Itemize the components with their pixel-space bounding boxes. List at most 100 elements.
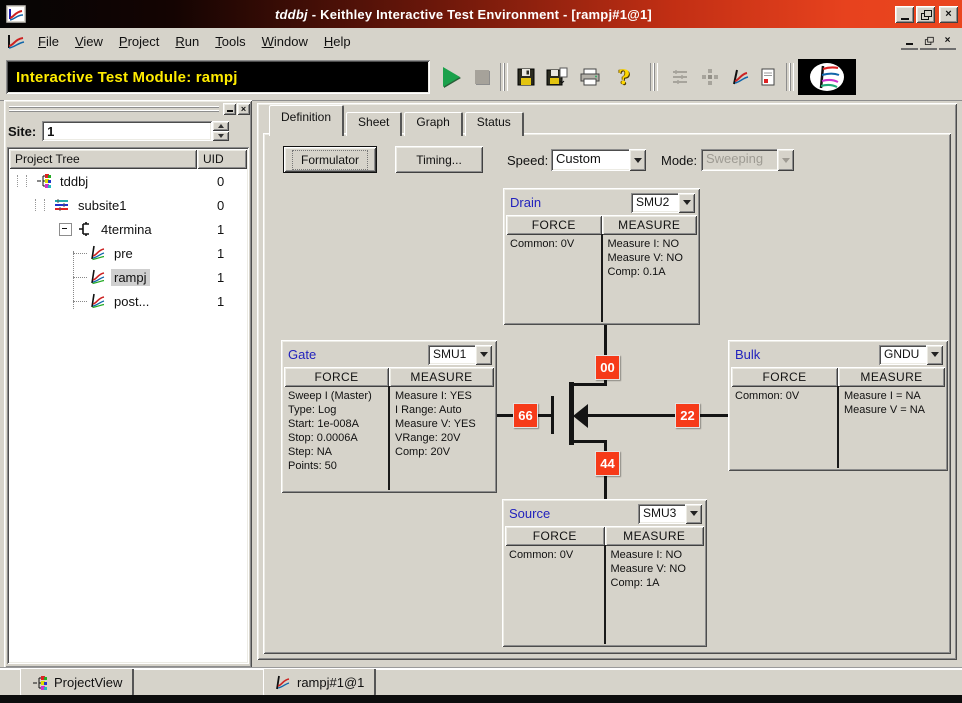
close-button[interactable]: × (939, 5, 958, 23)
panel-title-bar[interactable]: × (7, 103, 250, 116)
measure-settings[interactable]: Measure I: NO Measure V: NO Comp: 0.1A (607, 238, 683, 278)
project-view-icon (33, 675, 47, 690)
bulk-unit-select[interactable]: GNDU (879, 344, 943, 365)
force-settings[interactable]: Common: 0V (510, 238, 575, 250)
tree-row-test-pre[interactable]: pre 1 (9, 241, 247, 265)
site-spin-up-button[interactable] (212, 121, 230, 131)
kite-logo-icon (810, 63, 844, 91)
tree-row-test-rampj[interactable]: rampj 1 (9, 265, 247, 289)
measure-header-button[interactable]: MEASURE (601, 215, 697, 235)
help-icon: ? (618, 65, 630, 89)
chevron-down-icon[interactable] (685, 503, 702, 524)
speed-select[interactable]: Custom (551, 149, 646, 171)
chevron-down-icon[interactable] (926, 344, 943, 365)
menu-run[interactable]: Run (175, 33, 200, 49)
menu-help[interactable]: Help (323, 33, 351, 49)
stop-button[interactable] (468, 62, 496, 92)
menu-project[interactable]: Project (118, 33, 160, 49)
measure-settings[interactable]: Measure I: YES I Range: Auto Measure V: … (395, 390, 476, 458)
toolbar-separator (650, 63, 658, 91)
tab-graph[interactable]: Graph (404, 112, 463, 136)
force-header-button[interactable]: FORCE (284, 367, 389, 387)
force-settings[interactable]: Sweep I (Master) Type: Log Start: 1e-008… (288, 390, 372, 472)
mdi-close-button[interactable]: × (939, 33, 956, 50)
panel-gripper[interactable] (9, 106, 219, 113)
minimize-icon (900, 17, 909, 20)
measure-header-button[interactable]: MEASURE (838, 367, 945, 387)
site-input[interactable]: 1 (42, 121, 213, 141)
mode-select-disabled: Sweeping (701, 149, 794, 171)
measure-header-button[interactable]: MEASURE (389, 367, 494, 387)
formulator-button[interactable]: Formulator (283, 146, 377, 173)
menu-window[interactable]: Window (261, 33, 308, 49)
mdi-restore-button[interactable] (920, 33, 937, 50)
drain-unit-select[interactable]: SMU2 (631, 192, 695, 213)
bulk-pin-label[interactable]: 22 (675, 403, 700, 428)
tab-sheet[interactable]: Sheet (346, 112, 403, 136)
subsite-icon (55, 199, 68, 211)
play-icon (442, 67, 460, 87)
panel-restore-button[interactable] (223, 103, 236, 115)
restore-button[interactable] (916, 5, 935, 23)
measure-settings[interactable]: Measure I: NO Measure V: NO Comp: 1A (610, 549, 686, 589)
site-spin-down-button[interactable] (212, 131, 230, 141)
collapse-expander-icon[interactable] (59, 222, 72, 236)
tab-project-view[interactable]: ProjectView (20, 669, 135, 698)
project-icon (37, 174, 51, 188)
bulk-arrow-icon (573, 404, 588, 428)
report-tool-button[interactable] (754, 62, 782, 92)
source-pin-label[interactable]: 44 (595, 451, 620, 476)
project-navigator-panel: × Site: 1 Project Tree UID (4, 100, 252, 668)
project-tree: Project Tree UID tddbj 0 (7, 147, 249, 664)
gate-pin-label[interactable]: 66 (513, 403, 538, 428)
force-settings[interactable]: Common: 0V (509, 549, 574, 561)
kite-logo-button[interactable] (798, 59, 856, 95)
force-settings[interactable]: Common: 0V (735, 390, 800, 402)
save-all-button[interactable] (543, 62, 571, 92)
menu-view[interactable]: View (74, 33, 103, 49)
column-header-project-tree[interactable]: Project Tree (9, 149, 197, 169)
terminal-box-drain: Drain SMU2 FORCE MEASURE Common: 0V Meas… (503, 188, 700, 325)
tree-row-device[interactable]: 4termina 1 (9, 217, 247, 241)
graph-tool-button[interactable] (726, 62, 754, 92)
measure-settings[interactable]: Measure I = NA Measure V = NA (844, 390, 926, 416)
chevron-up-icon (217, 124, 224, 128)
test-module-icon (276, 675, 290, 689)
save-button[interactable] (512, 62, 540, 92)
force-header-button[interactable]: FORCE (505, 526, 605, 546)
site-tool-button[interactable] (696, 62, 724, 92)
panel-close-button[interactable]: × (237, 103, 250, 115)
test-module-panel: Definition Sheet Graph Status Formulator… (257, 103, 957, 660)
app-icon[interactable] (6, 5, 26, 23)
source-unit-select[interactable]: SMU3 (638, 503, 702, 524)
bottom-tab-strip (0, 667, 962, 670)
drain-pin-label[interactable]: 00 (595, 355, 620, 380)
column-header-uid[interactable]: UID (197, 149, 247, 169)
print-button[interactable] (576, 62, 604, 92)
tab-status[interactable]: Status (464, 112, 524, 136)
menu-file[interactable]: File (38, 33, 59, 49)
tree-row-subsite[interactable]: subsite1 0 (9, 193, 247, 217)
save-icon (517, 68, 535, 86)
tab-rampj-document[interactable]: rampj#1@1 (263, 669, 377, 698)
gate-unit-select[interactable]: SMU1 (428, 344, 492, 365)
force-header-button[interactable]: FORCE (506, 215, 602, 235)
timing-button[interactable]: Timing... (395, 146, 483, 173)
measure-header-button[interactable]: MEASURE (604, 526, 704, 546)
chevron-down-icon[interactable] (678, 192, 695, 213)
document-graph-icon[interactable] (6, 33, 26, 50)
run-button[interactable] (437, 62, 465, 92)
subsite-tool-button[interactable] (666, 62, 694, 92)
chevron-down-icon[interactable] (475, 344, 492, 365)
minimize-button[interactable] (895, 5, 914, 23)
tree-row-project[interactable]: tddbj 0 (9, 169, 247, 193)
mdi-minimize-button[interactable] (901, 33, 918, 50)
force-header-button[interactable]: FORCE (731, 367, 838, 387)
tab-definition[interactable]: Definition (269, 105, 345, 136)
restore-icon (924, 36, 934, 45)
help-button[interactable]: ? (610, 62, 638, 92)
tree-row-test-post[interactable]: post... 1 (9, 289, 247, 313)
chevron-down-icon[interactable] (629, 149, 646, 171)
menu-tools[interactable]: Tools (215, 33, 246, 49)
